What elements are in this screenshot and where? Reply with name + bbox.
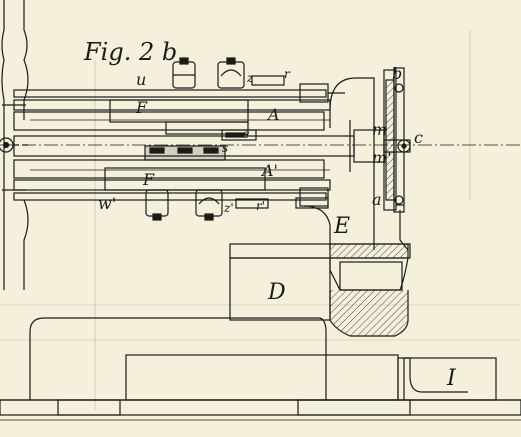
label-m: m — [372, 120, 388, 139]
figure-title: Fig. 2 b — [84, 38, 178, 66]
label-s-mid: s — [222, 141, 229, 155]
label-A-prime: A' — [262, 161, 278, 180]
face-plate-b-a — [383, 67, 405, 213]
lower-slide-F-A-prime — [13, 159, 331, 191]
lower-frame — [0, 317, 521, 421]
upper-nut-left — [172, 57, 196, 89]
label-r-prime: r' — [256, 199, 266, 213]
pin-c-center — [401, 143, 407, 149]
label-I: I — [447, 366, 456, 391]
label-A-top: A — [268, 105, 280, 124]
label-z-prime: z' — [224, 201, 234, 215]
label-D: D — [268, 280, 286, 305]
pin-c — [397, 139, 411, 153]
label-u: u — [136, 70, 147, 89]
label-F-bottom: F — [143, 170, 155, 189]
label-s-top: s — [243, 127, 250, 141]
upper-clamp-r — [251, 75, 285, 86]
center-spindle — [13, 120, 411, 172]
lower-clamp-r-prime — [235, 198, 269, 209]
label-r: r — [284, 67, 290, 81]
block-D — [229, 257, 331, 321]
upper-rod-u — [13, 83, 345, 103]
label-F-top: F — [136, 98, 148, 117]
label-c: c — [414, 128, 423, 147]
lower-nut-left — [145, 189, 169, 221]
carriage-base — [229, 243, 411, 337]
label-a: a — [372, 190, 382, 209]
upper-slide-F-A — [13, 99, 331, 141]
upper-nut-right — [217, 57, 245, 89]
label-b: b — [392, 64, 403, 83]
label-E: E — [334, 214, 351, 239]
label-m-prime: m' — [372, 148, 392, 167]
label-w-prime: w' — [98, 194, 117, 213]
label-z: z — [247, 71, 254, 85]
lower-nut-right — [195, 189, 223, 221]
lower-rod-w-prime — [13, 187, 329, 207]
